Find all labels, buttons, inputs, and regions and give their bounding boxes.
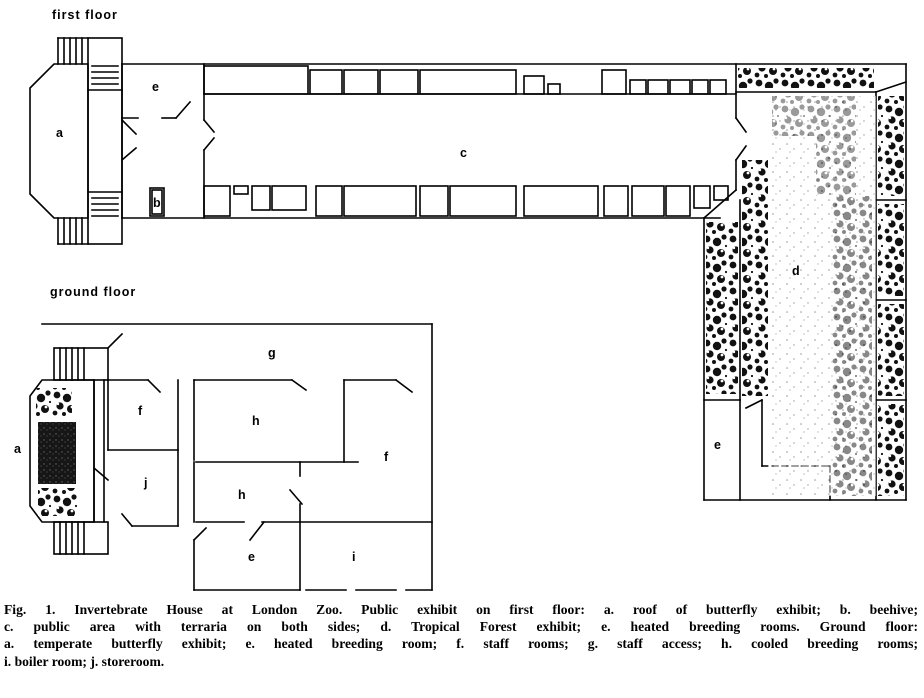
caption-line-4: i. boiler room; j. storeroom.: [4, 653, 165, 669]
label-first-c: c: [460, 146, 467, 160]
label-ground-f-left: f: [138, 404, 143, 418]
floor-plan-drawing: [29, 37, 908, 591]
label-first-e-right: e: [714, 438, 721, 452]
label-ground-h-upper: h: [252, 414, 260, 428]
label-first-b: b: [153, 196, 161, 210]
first-floor-title: first floor: [52, 8, 118, 22]
label-ground-i: i: [352, 550, 356, 564]
label-ground-j: j: [144, 476, 148, 490]
caption-line-2: c. public area with terraria on both sid…: [4, 619, 918, 635]
label-first-d: d: [792, 264, 800, 278]
label-ground-h-lower: h: [238, 488, 246, 502]
caption-line-3: a. temperate butterfly exhibit; e. heate…: [4, 636, 918, 652]
label-first-e-top: e: [152, 80, 159, 94]
label-ground-a: a: [14, 442, 21, 456]
ground-floor-title: ground floor: [50, 285, 137, 299]
label-ground-g: g: [268, 346, 276, 360]
tropical-forest-foliage: [36, 68, 904, 516]
caption-line-1: Fig. 1. Invertebrate House at London Zoo…: [4, 602, 918, 617]
label-first-a: a: [56, 126, 63, 140]
label-ground-e: e: [248, 550, 255, 564]
figure-caption: Fig. 1. Invertebrate House at London Zoo…: [4, 601, 918, 670]
label-ground-f-right: f: [384, 450, 389, 464]
